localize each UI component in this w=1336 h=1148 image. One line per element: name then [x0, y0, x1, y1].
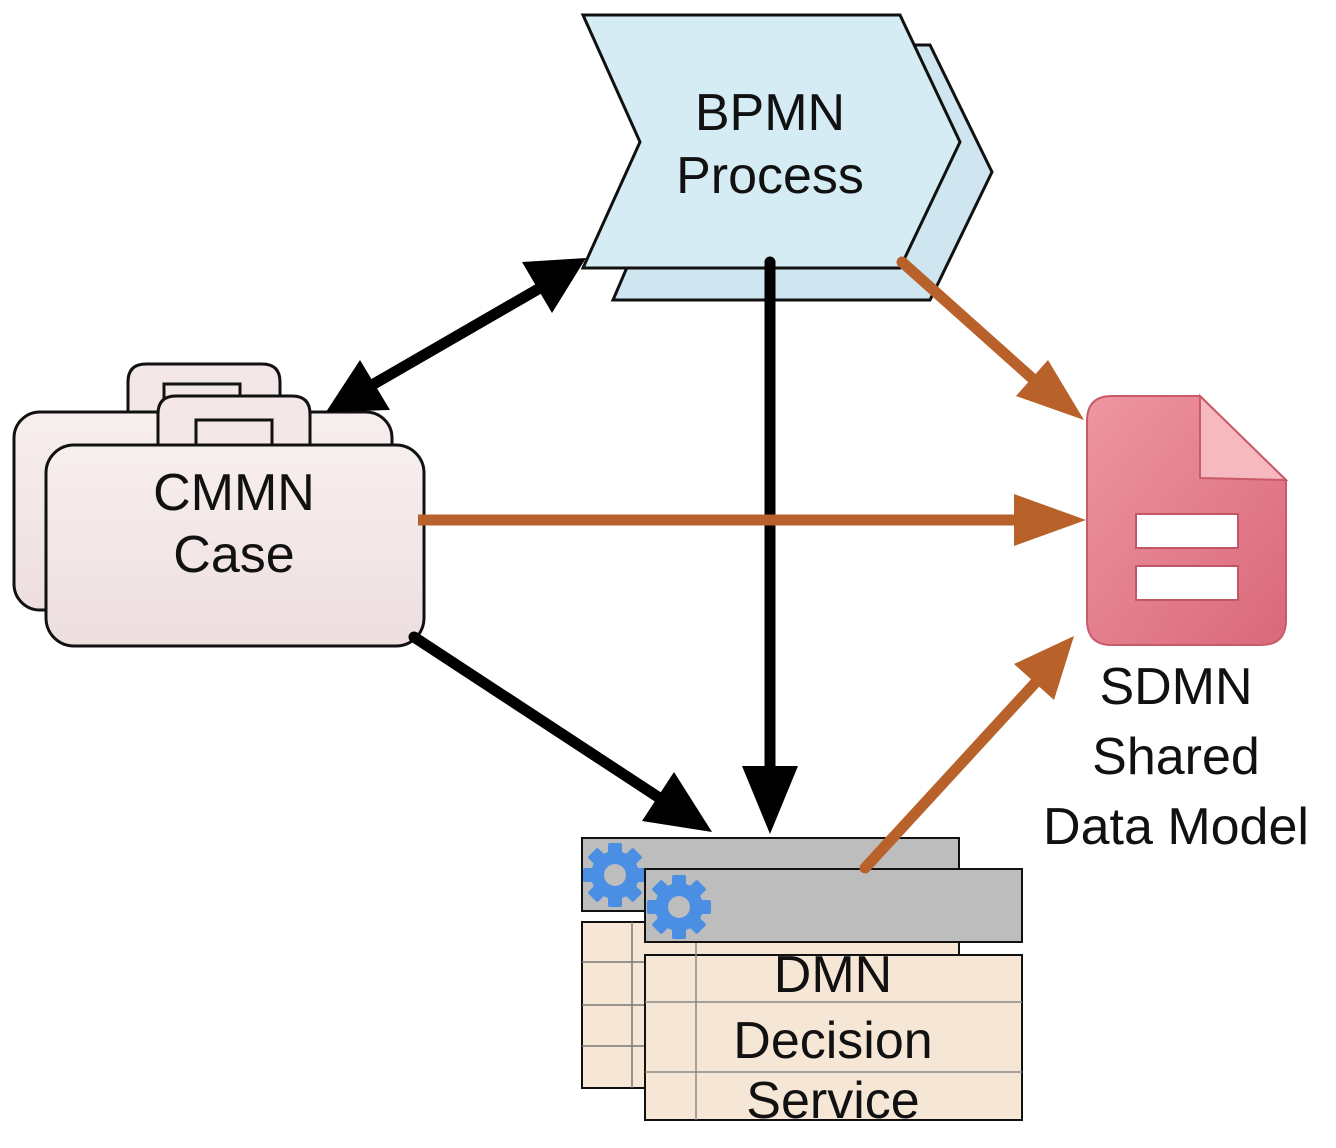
control-edges [326, 256, 798, 834]
edge-cmmn-sdmn [418, 494, 1086, 546]
cmmn-label-line1: CMMN [153, 464, 315, 522]
edge-bpmn-cmmn [326, 258, 586, 412]
dmn-label-line3: Service [746, 1072, 919, 1130]
edge-cmmn-dmn [408, 631, 712, 832]
dmn-decision-service-node: DMN Decision Service [581, 837, 1023, 1130]
sdmn-shared-data-model-node: SDMN Shared Data Model [1043, 393, 1309, 856]
edge-dmn-sdmn [859, 636, 1074, 874]
decision-table-gear-icon [644, 868, 1023, 1121]
dmn-label-line2: Decision [733, 1012, 932, 1070]
sdmn-label-line2: Shared [1092, 728, 1260, 786]
edge-bpmn-sdmn [896, 256, 1084, 420]
arrowhead-dmn-to-sdmn [1014, 636, 1074, 700]
bpmn-label-line2: Process [676, 147, 864, 205]
briefcase-case-icon [44, 394, 426, 648]
bpmn-label-line1: BPMN [695, 84, 845, 142]
sdmn-label-line1: SDMN [1099, 658, 1252, 716]
edge-bpmn-dmn [742, 256, 798, 834]
arrowhead-cmmn-to-sdmn [1014, 494, 1086, 546]
dmn-label-line1: DMN [774, 946, 892, 1004]
cmmn-case-node: CMMN Case [12, 362, 426, 648]
data-edges [418, 256, 1086, 874]
chevron-process-icon [580, 13, 962, 270]
arrowhead-to-dmn [742, 766, 798, 834]
arrowhead-to-cmmn [326, 360, 390, 412]
bpmn-process-node: BPMN Process [580, 13, 994, 302]
document-data-icon [1086, 393, 1289, 646]
sdmn-label-line3: Data Model [1043, 798, 1309, 856]
arrowhead-bpmn-to-sdmn [1016, 360, 1084, 420]
cmmn-label-line2: Case [173, 526, 294, 584]
gear-icon [583, 843, 647, 907]
gear-icon [647, 875, 711, 939]
arrowhead-to-bpmn [522, 258, 586, 313]
arrowhead-to-dmn-from-cmmn [642, 772, 712, 832]
